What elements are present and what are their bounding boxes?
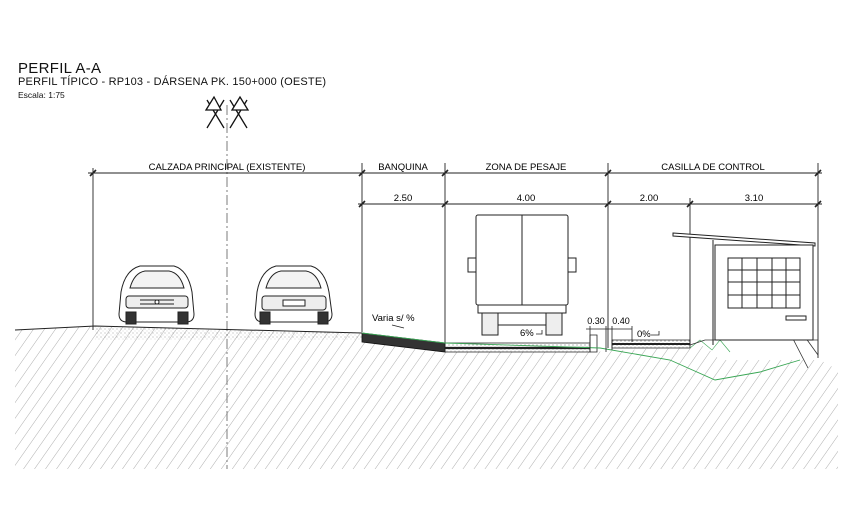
control-booth-icon xyxy=(672,232,816,345)
drawing-scale: Escala: 1:75 xyxy=(18,90,65,100)
slope-weigh-label: 6% xyxy=(520,328,534,339)
width-banquina: 2.50 xyxy=(394,193,413,204)
drawing-subtitle: PERFIL TÍPICO - RP103 - DÁRSENA PK. 150+… xyxy=(18,76,327,88)
reference-marks-icon xyxy=(204,95,250,129)
terrain-line xyxy=(361,332,801,381)
section-label-banquina: BANQUINA xyxy=(378,162,428,173)
slope-variable-label: Varia s/ % xyxy=(372,313,415,324)
slope-booth-label: 0% xyxy=(637,329,651,340)
width-booth: 3.10 xyxy=(745,193,764,204)
drawing-title: PERFIL A-A xyxy=(18,60,102,77)
section-label-pesaje: ZONA DE PESAJE xyxy=(486,162,567,173)
gap-width-label: 0.40 xyxy=(612,316,630,326)
curb xyxy=(589,334,598,353)
car-rear-view-icon xyxy=(254,265,333,325)
car-front-view-icon xyxy=(118,265,195,325)
section-label-casilla: CASILLA DE CONTROL xyxy=(661,162,764,173)
truck-rear-view-icon xyxy=(467,214,577,336)
curb-width-label: 0.30 xyxy=(587,316,605,326)
width-casilla: 2.00 xyxy=(640,193,659,204)
width-pesaje: 4.00 xyxy=(517,193,536,204)
dimension-line-top xyxy=(88,163,822,358)
section-label-calzada: CALZADA PRINCIPAL (EXISTENTE) xyxy=(149,162,306,173)
ground-hatch xyxy=(15,326,838,470)
